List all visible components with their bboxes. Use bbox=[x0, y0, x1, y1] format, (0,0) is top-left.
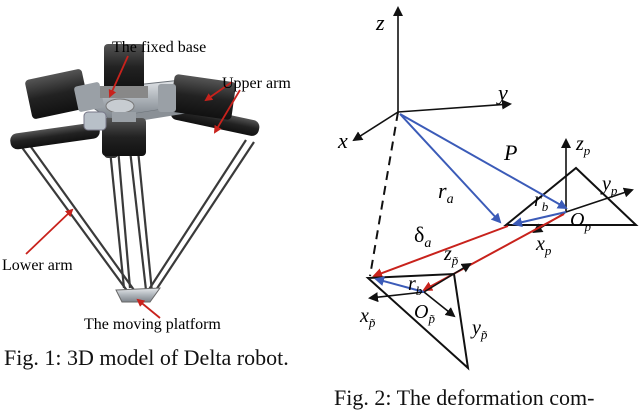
figure-1-caption: Fig. 1: 3D model of Delta robot. bbox=[4, 345, 289, 370]
lower-local-frame bbox=[368, 262, 472, 318]
upper-platform-triangle bbox=[503, 166, 639, 226]
global-frame bbox=[352, 6, 512, 142]
deformation-diagram: z y x P ra rb zp yp Op xp δa bbox=[337, 6, 639, 371]
axis-z: z bbox=[375, 10, 385, 35]
label-z-ptilde: zp̃ bbox=[443, 243, 459, 268]
label-delta-a: δa bbox=[414, 222, 431, 251]
label-O-ptilde: Op̃ bbox=[414, 301, 435, 326]
dashed-link bbox=[369, 111, 399, 277]
delta-robot-illustration: The fixed base Upper arm Lower arm The m… bbox=[2, 39, 291, 333]
label-xp: xp bbox=[535, 233, 552, 258]
label-zp: zp bbox=[575, 133, 591, 158]
label-upper-arm: Upper arm bbox=[222, 75, 291, 92]
label-Op: Op bbox=[570, 209, 591, 234]
axis-x: x bbox=[337, 128, 348, 153]
label-rb-lower: rb bbox=[408, 273, 423, 298]
label-P: P bbox=[503, 140, 517, 165]
lower-platform-triangle bbox=[365, 272, 470, 371]
blue-vectors bbox=[399, 113, 568, 228]
label-rb-upper: rb bbox=[534, 189, 549, 214]
label-lower-arm: Lower arm bbox=[2, 257, 73, 274]
figure-2-caption: Fig. 2: The deformation com- bbox=[334, 385, 595, 410]
label-ra: ra bbox=[438, 178, 454, 207]
figure-1-panel: The fixed base Upper arm Lower arm The m… bbox=[0, 0, 320, 405]
label-x-ptilde: xp̃ bbox=[359, 305, 376, 330]
moving-platform bbox=[115, 287, 162, 303]
label-yp: yp bbox=[600, 173, 618, 198]
label-fixed-base: The fixed base bbox=[112, 39, 206, 56]
blue-rb-lower bbox=[374, 276, 425, 293]
figure-2-panel: z y x P ra rb zp yp Op xp δa bbox=[320, 0, 640, 405]
annotation-arrows bbox=[25, 55, 241, 319]
label-moving-platform: The moving platform bbox=[84, 316, 221, 333]
lower-arm-rods bbox=[17, 139, 255, 297]
label-y-ptilde: yp̃ bbox=[470, 317, 488, 342]
axis-y: y bbox=[496, 80, 508, 105]
